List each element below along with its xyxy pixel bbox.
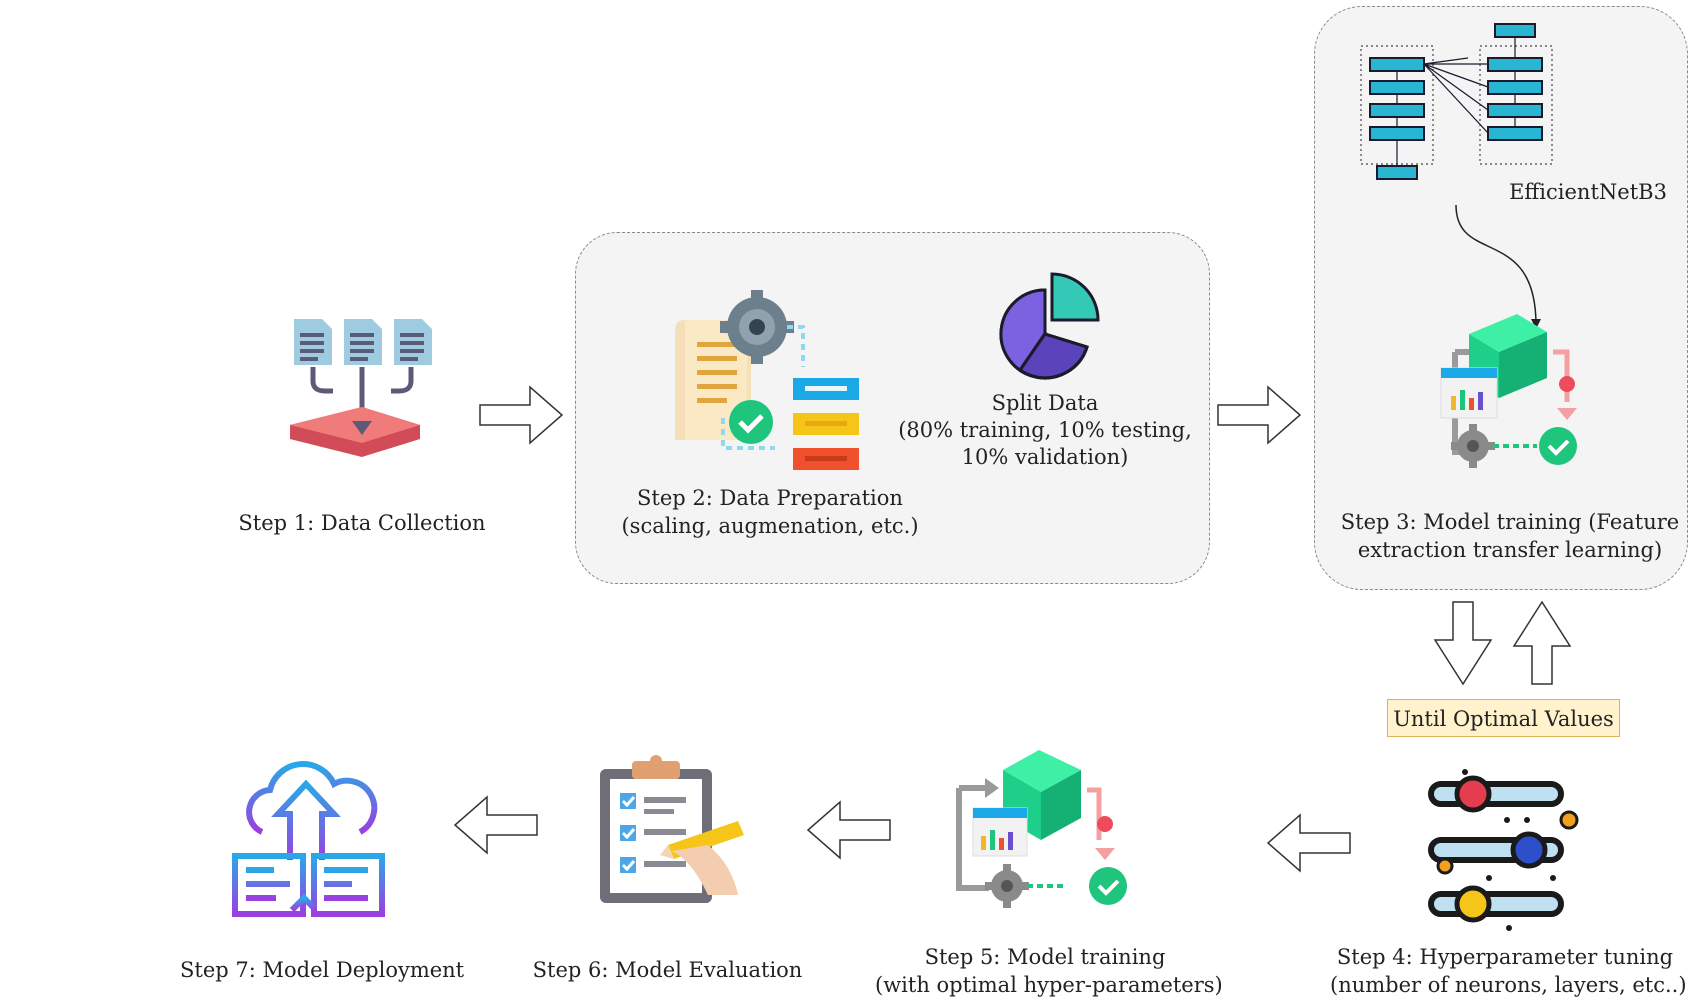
model-training-icon-step5 xyxy=(956,750,1127,908)
split-data-label-line2: (80% training, 10% testing, xyxy=(898,418,1192,442)
step3-label-line1: Step 3: Model training (Feature xyxy=(1340,510,1680,534)
step1-label: Step 1: Data Collection xyxy=(238,511,486,535)
step2-label-line1: Step 2: Data Preparation xyxy=(637,486,903,510)
until-optimal-note: Until Optimal Values xyxy=(1387,699,1620,737)
step4-label-line2: (number of neurons, layers, etc..) xyxy=(1330,973,1687,997)
curved-connector xyxy=(1455,204,1541,329)
neural-network-icon xyxy=(1360,23,1553,180)
cloud-deploy-icon xyxy=(232,761,385,917)
step7-label: Step 7: Model Deployment xyxy=(180,958,465,982)
checklist-icon xyxy=(600,755,744,903)
step3-label-line2: extraction transfer learning) xyxy=(1357,538,1663,562)
step5-label-line1: Step 5: Model training xyxy=(924,945,1166,969)
arrow-right-2 xyxy=(1217,385,1302,445)
arrow-down xyxy=(1433,601,1493,686)
sliders-icon xyxy=(1428,769,1579,931)
split-data-label-line1: Split Data xyxy=(991,391,1099,415)
arrow-left-4to5 xyxy=(1266,813,1351,873)
model-training-icon xyxy=(1440,314,1577,468)
arrow-up xyxy=(1512,600,1572,685)
split-data-label-line3: 10% validation) xyxy=(961,445,1129,469)
step4-label-line1: Step 4: Hyperparameter tuning xyxy=(1336,945,1674,969)
arrow-left-6to7 xyxy=(453,795,538,855)
arrow-left-5to6 xyxy=(806,800,891,860)
step2-label-line2: (scaling, augmenation, etc.) xyxy=(621,514,919,538)
data-preparation-icon xyxy=(675,290,859,470)
efficientnet-label: EfficientNetB3 xyxy=(1509,180,1667,204)
arrow-right-1 xyxy=(479,385,564,445)
pie-chart-icon xyxy=(999,272,1100,380)
step6-label: Step 6: Model Evaluation xyxy=(532,958,803,982)
documents-merge-icon xyxy=(290,319,432,457)
step5-label-line2: (with optimal hyper-parameters) xyxy=(875,973,1223,997)
